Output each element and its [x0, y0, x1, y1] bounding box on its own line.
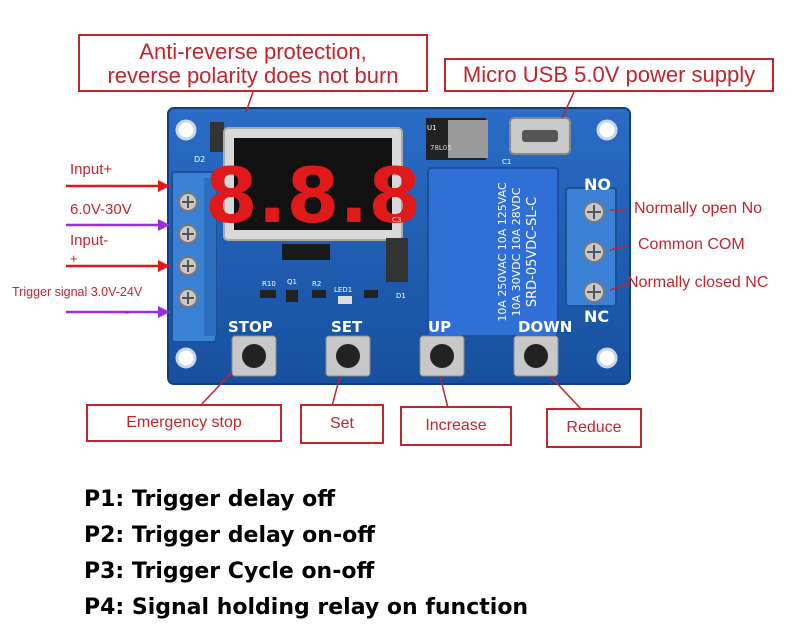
- label-voltage: 6.0V-30V: [70, 201, 132, 218]
- label-d1: D1: [396, 292, 406, 300]
- label-trigger-signal: Trigger signal 3.0V-24V: [12, 285, 143, 299]
- label-led1: LED1: [334, 286, 352, 294]
- mode-p4: P4: Signal holding relay on function: [84, 595, 529, 620]
- label-nc: NC: [584, 307, 609, 326]
- relay-model: SRD-05VDC-SL-C: [525, 197, 540, 307]
- mode-p1: P1: Trigger delay off: [84, 487, 336, 512]
- mode-p2: P2: Trigger delay on-off: [84, 523, 376, 548]
- label-u1: U1: [427, 124, 437, 132]
- ic-chip: [282, 244, 330, 260]
- relay-rating-1: 10A 250VAC 10A 125VAC: [496, 182, 509, 322]
- callout-emergency-stop: Emergency stop: [86, 404, 282, 442]
- leader-lines: [199, 91, 629, 411]
- label-c3: C3: [392, 216, 401, 224]
- callout-increase: Increase: [400, 406, 512, 446]
- arrow-voltage: [66, 219, 170, 231]
- button-up: [419, 335, 465, 377]
- label-common: Common COM: [638, 236, 745, 253]
- output-terminal-screws: [583, 201, 605, 303]
- arrow-input-plus: [66, 180, 170, 192]
- label-up: UP: [428, 318, 451, 336]
- callout-anti-reverse: Anti-reverse protection, reverse polarit…: [78, 34, 428, 92]
- button-down: [513, 335, 559, 377]
- label-r2: R2: [312, 280, 321, 288]
- callout-anti-reverse-line1: Anti-reverse protection,: [139, 39, 367, 64]
- arrow-trigger-plus: [66, 260, 170, 272]
- label-d2: D2: [194, 155, 205, 164]
- input-terminal-screws: [178, 192, 198, 308]
- callout-micro-usb: Micro USB 5.0V power supply: [444, 58, 774, 92]
- display-digits: 8.8.8: [205, 151, 421, 240]
- label-normally-closed: Normally closed NC: [627, 274, 769, 291]
- button-set: [325, 335, 371, 377]
- diode-d1: [386, 238, 408, 282]
- label-input-minus: Input-: [70, 232, 109, 249]
- mount-hole-tl: [175, 119, 197, 141]
- label-r10: R10: [262, 280, 276, 288]
- mode-list: P1: Trigger delay off P2: Trigger delay …: [84, 482, 528, 626]
- callout-reduce: Reduce: [546, 408, 642, 448]
- relay-rating-2: 10A 30VDC 10A 28VDC: [510, 187, 523, 316]
- callout-anti-reverse-line2: reverse polarity does not burn: [107, 63, 399, 88]
- button-stop: [231, 335, 277, 377]
- mount-hole-br: [596, 347, 618, 369]
- label-plus-sign: +: [70, 251, 78, 266]
- callout-set: Set: [300, 404, 384, 444]
- arrow-trigger-minus: [66, 306, 170, 318]
- label-normally-open: Normally open No: [634, 200, 763, 217]
- label-stop: STOP: [228, 318, 273, 336]
- label-minus-sign: -: [124, 304, 130, 321]
- mount-hole-tr: [596, 119, 618, 141]
- label-c1: C1: [502, 158, 511, 166]
- label-down: DOWN: [518, 318, 572, 336]
- label-no: NO: [584, 175, 611, 194]
- label-input-plus: Input+: [70, 161, 113, 178]
- label-q1: Q1: [287, 278, 297, 286]
- relay: [427, 167, 559, 337]
- diode-d2: [210, 122, 224, 152]
- label-78l05: 78L05: [430, 144, 452, 152]
- mount-hole-bl: [175, 347, 197, 369]
- label-set: SET: [331, 318, 363, 336]
- mode-p3: P3: Trigger Cycle on-off: [84, 559, 375, 584]
